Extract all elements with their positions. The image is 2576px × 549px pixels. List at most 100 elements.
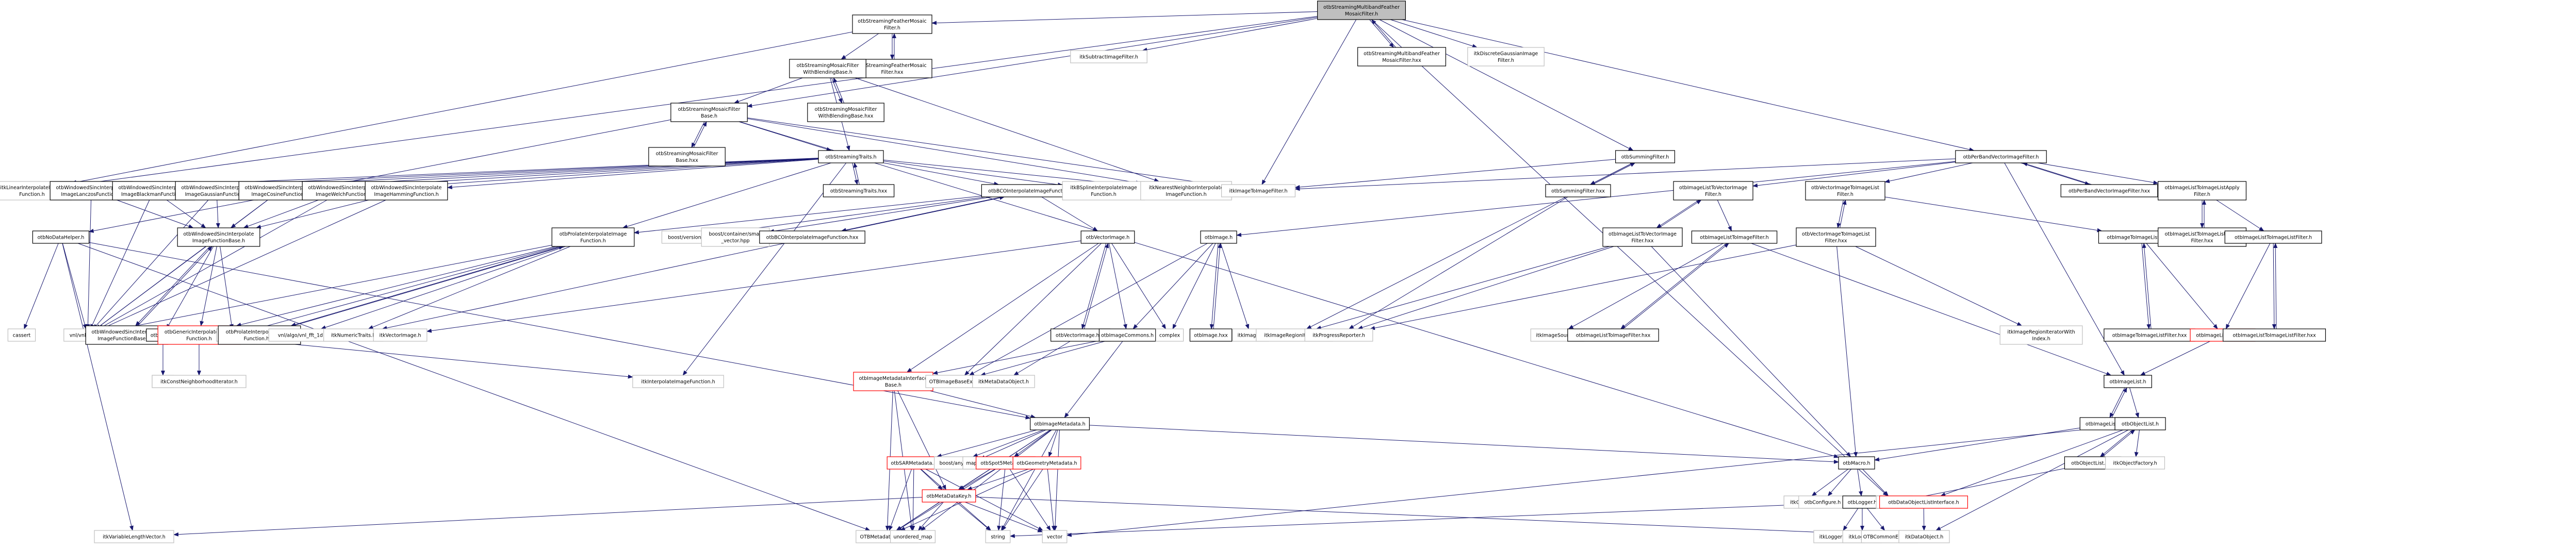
- include-edge: [956, 502, 991, 531]
- node-box: [648, 147, 726, 167]
- graph-node-il2if[interactable]: otbImageListToImageFilter.h: [1691, 230, 1778, 244]
- graph-node-sum[interactable]: otbSummingFilter.h: [1615, 150, 1676, 163]
- include-edge: [447, 159, 819, 190]
- edge-prox-to-pro: [293, 245, 564, 326]
- graph-node-mdk[interactable]: otbMetaDataKey.h: [922, 489, 976, 503]
- node-box: [1838, 456, 1875, 470]
- include-edge: [1041, 196, 1098, 231]
- include-edge: [1402, 19, 1975, 152]
- node-label: ImageHammingFunction.h: [374, 192, 438, 197]
- graph-node-il[interactable]: otbImageList.h: [2104, 375, 2152, 388]
- graph-node-sumx[interactable]: otbSummingFilter.hxx: [1545, 184, 1611, 197]
- graph-node-il2ilfx[interactable]: otbImageListToImageListFilter.hxx: [2223, 328, 2326, 342]
- include-edge: [98, 199, 327, 329]
- graph-node-imd[interactable]: otbImageMetadata.h: [1029, 417, 1090, 430]
- graph-node-imgx[interactable]: otbImage.hxx: [1189, 328, 1233, 342]
- graph-node-vector: vector: [1042, 530, 1068, 543]
- graph-node-macro[interactable]: otbMacro.h: [1838, 456, 1875, 470]
- graph-node-bsv: boost/container/small_vector.hpp: [701, 227, 770, 247]
- node-label: itkLinearInterpolateImage: [0, 185, 63, 191]
- node-label: itkNumericTraits.h: [331, 333, 375, 339]
- graph-node-pbv[interactable]: otbPerBandVectorImageFilter.h: [1955, 150, 2047, 163]
- edge-pbv-to-il2vi: [1752, 161, 1956, 188]
- include-edge: [980, 429, 1046, 459]
- include-edge: [89, 242, 1031, 420]
- graph-node-img[interactable]: otbImage.h: [1200, 230, 1237, 244]
- include-edge: [426, 240, 1081, 333]
- graph-node-cnit: itkConstNeighborhoodIterator.h: [152, 375, 247, 388]
- edge-mdk-to-umap: [917, 502, 944, 531]
- edge-wbase-to-size: [220, 246, 234, 329]
- node-label: OTBImageBaseExport.h: [929, 379, 988, 385]
- include-edge: [220, 246, 234, 329]
- graph-node-st[interactable]: otbStreamingTraits.h: [818, 150, 884, 163]
- edge-pro-to-fft: [320, 246, 566, 329]
- graph-node-smbfx[interactable]: otbStreamingMultibandFeatherMosaicFilter…: [1357, 47, 1447, 66]
- edge-il2ifx-to-il2if: [1622, 243, 1729, 329]
- graph-node-il2ifx[interactable]: otbImageListToImageFilter.hxx: [1567, 328, 1659, 342]
- include-edge: [24, 243, 59, 329]
- include-edge: [1912, 468, 2065, 500]
- edge-mdk-to-vlv: [173, 497, 923, 537]
- graph-node-stx[interactable]: otbStreamingTraits.hxx: [823, 184, 895, 197]
- graph-node-doli[interactable]: otbDataObjectListInterface.h: [1879, 495, 1968, 509]
- graph-node-sar[interactable]: otbSARMetadata.h: [887, 456, 941, 470]
- include-edge: [2021, 162, 2090, 186]
- edge-wbase-to-math: [166, 246, 214, 329]
- include-edge: [1209, 243, 1219, 329]
- node-box: [1357, 47, 1447, 66]
- graph-node-wbase[interactable]: otbWindowedSincInterpolateImageFunctionB…: [177, 227, 260, 247]
- node-box: [1798, 495, 1847, 509]
- graph-node-logger[interactable]: otbLogger.h: [1842, 495, 1882, 509]
- include-edge: [972, 429, 1044, 457]
- node-label: itkVariableLengthVector.h: [103, 535, 166, 540]
- graph-node-pbvx[interactable]: otbPerBandVectorImageFilter.hxx: [2060, 184, 2158, 197]
- graph-node-ndh[interactable]: otbNoDataHelper.h: [32, 230, 90, 244]
- edge-pbv-to-vi2il: [1884, 162, 1973, 184]
- graph-node-smfwbx[interactable]: otbStreamingMosaicFilterWithBlendingBase…: [807, 103, 884, 122]
- graph-node-il2ilf[interactable]: otbImageListToImageListFilter.h: [2224, 230, 2322, 244]
- edge-bco-to-bsv: [768, 196, 992, 234]
- node-label: OTBCommonExport.h: [1863, 535, 1916, 540]
- graph-node-geom[interactable]: otbGeometryMetadata.h: [1012, 456, 1081, 470]
- include-edge: [1836, 246, 1858, 457]
- graph-node-wham[interactable]: otbWindowedSincInterpolateImageHammingFu…: [365, 181, 448, 201]
- node-label: otbLogger.h: [1848, 500, 1877, 506]
- edge-wlan-to-wbase: [117, 199, 194, 228]
- edge-smfb-to-st: [739, 121, 832, 152]
- graph-node-i2ilfx[interactable]: otbImageToImageListFilter.hxx: [2104, 328, 2195, 342]
- node-label: otbImageListToVectorImage: [1609, 231, 1677, 237]
- graph-node-ol[interactable]: otbObjectList.h: [2114, 417, 2166, 430]
- include-edge: [249, 246, 560, 331]
- include-edge: [166, 199, 206, 228]
- graph-node-bcox[interactable]: otbBCOInterpolateImageFunction.hxx: [759, 230, 865, 244]
- node-label: Filter.h: [2194, 192, 2210, 197]
- edge-pbv-to-img: [1236, 161, 1956, 237]
- edge-st-to-stx: [852, 162, 859, 185]
- node-label: otbPerBandVectorImageFilter.hxx: [2069, 189, 2150, 194]
- edge-st-to-pro: [622, 162, 831, 229]
- graph-node-icom[interactable]: otbImageCommons.h: [1098, 328, 1156, 342]
- graph-node-vi[interactable]: otbVectorImage.h: [1080, 230, 1135, 244]
- edge-ol-to-olx: [2099, 429, 2133, 457]
- graph-node-smfwb[interactable]: otbStreamingMosaicFilterWithBlendingBase…: [789, 59, 866, 78]
- edge-wwel-to-wbase: [243, 199, 319, 228]
- include-edge: [368, 246, 571, 329]
- graph-node-root[interactable]: otbStreamingMultibandFeatherMosaicFilter…: [1317, 1, 1406, 20]
- include-edge: [768, 196, 992, 234]
- edge-il-to-ol: [2129, 387, 2139, 418]
- node-box: [152, 375, 247, 388]
- include-edge: [1261, 19, 1357, 185]
- edge-ol-to-dobj: [1935, 429, 2129, 531]
- edge-imd-to-sar: [936, 429, 1037, 458]
